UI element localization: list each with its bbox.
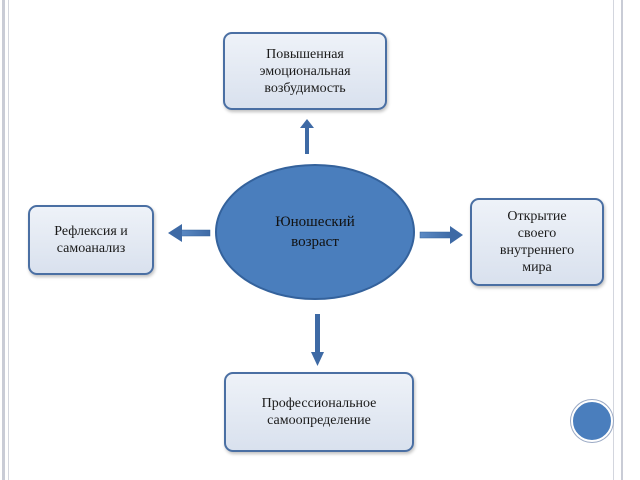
center-text: Юношеский возраст [275, 214, 355, 250]
box-left-text: Рефлексия и самоанализ [54, 224, 128, 256]
center-ellipse-youth-age: Юношеский возраст [215, 164, 415, 300]
arrow-down [311, 314, 324, 366]
box-top-emotional-excitability: Повышенная эмоциональная возбудимость [223, 32, 387, 110]
decorative-circle [571, 400, 613, 442]
box-top-text: Повышенная эмоциональная возбудимость [259, 46, 351, 96]
box-right-inner-world: Открытие своего внутреннего мира [470, 198, 604, 286]
arrow-left [168, 224, 211, 242]
arrow-right [419, 226, 463, 244]
right-border-stripe [621, 0, 623, 480]
box-bottom-text: Профессиональное самоопределение [261, 396, 377, 428]
left-border-stripe [2, 0, 5, 480]
box-left-reflection: Рефлексия и самоанализ [28, 205, 154, 275]
box-bottom-professional: Профессиональное самоопределение [224, 372, 414, 452]
box-right-text: Открытие своего внутреннего мира [499, 209, 575, 275]
slide-frame [8, 0, 614, 480]
arrow-up [300, 119, 314, 154]
